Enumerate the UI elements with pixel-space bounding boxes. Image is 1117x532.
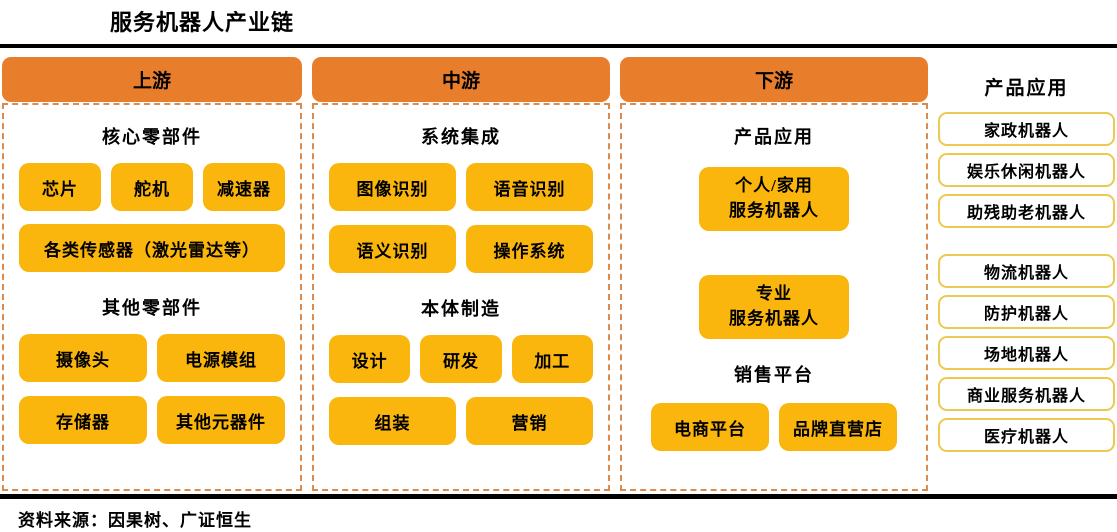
box-power-module: 电源模组 bbox=[157, 334, 285, 382]
row: 电商平台 品牌直营店 bbox=[637, 403, 911, 451]
box-assembly: 组装 bbox=[329, 397, 456, 445]
row: 芯片 舵机 减速器 bbox=[19, 163, 285, 211]
box-camera: 摄像头 bbox=[19, 334, 147, 382]
column-downstream: 下游 产品应用 个人/家用 服务机器人 专业 服务机器人 销售平台 电商平台 品… bbox=[620, 57, 928, 491]
box-rd: 研发 bbox=[420, 335, 502, 383]
section-label-other-components: 其他零部件 bbox=[102, 298, 202, 318]
section-label-product-application: 产品应用 bbox=[734, 127, 814, 147]
app-box-protection-robot: 防护机器人 bbox=[938, 295, 1115, 329]
box-brand-store: 品牌直营店 bbox=[779, 403, 897, 451]
box-image-recognition: 图像识别 bbox=[329, 163, 456, 211]
column-upstream: 上游 核心零部件 芯片 舵机 减速器 各类传感器（激光雷达等） 其他零部件 摄像… bbox=[2, 57, 302, 491]
row: 存储器 其他元器件 bbox=[19, 396, 285, 444]
app-box-medical-robot: 医疗机器人 bbox=[938, 418, 1115, 452]
column-midstream: 中游 系统集成 图像识别 语音识别 语义识别 操作系统 本体制造 设计 研发 加… bbox=[312, 57, 610, 491]
app-box-logistics-robot: 物流机器人 bbox=[938, 254, 1115, 288]
box-sensors: 各类传感器（激光雷达等） bbox=[19, 224, 285, 272]
box-wrap: 专业 服务机器人 bbox=[637, 275, 911, 339]
section-label-sales-platform: 销售平台 bbox=[734, 365, 814, 385]
row: 设计 研发 加工 bbox=[329, 335, 593, 383]
box-design: 设计 bbox=[329, 335, 411, 383]
box-speech-recognition: 语音识别 bbox=[466, 163, 593, 211]
section-label-core-components: 核心零部件 bbox=[102, 127, 202, 147]
section-label-system-integration: 系统集成 bbox=[421, 127, 501, 147]
app-box-elderly-assist-robot: 助残助老机器人 bbox=[938, 194, 1115, 228]
box-marketing: 营销 bbox=[466, 397, 593, 445]
box-operating-system: 操作系统 bbox=[466, 225, 593, 273]
applications-panel: 产品应用 家政机器人 娱乐休闲机器人 助残助老机器人 物流机器人 防护机器人 场… bbox=[938, 57, 1115, 491]
box-memory: 存储器 bbox=[19, 396, 147, 444]
app-box-entertainment-robot: 娱乐休闲机器人 bbox=[938, 153, 1115, 187]
box-reducer: 减速器 bbox=[203, 163, 285, 211]
applications-group-personal: 家政机器人 娱乐休闲机器人 助残助老机器人 bbox=[938, 112, 1115, 228]
section-label-body-manufacturing: 本体制造 bbox=[421, 299, 501, 319]
applications-group-professional: 物流机器人 防护机器人 场地机器人 商业服务机器人 医疗机器人 bbox=[938, 254, 1115, 452]
column-body-midstream: 系统集成 图像识别 语音识别 语义识别 操作系统 本体制造 设计 研发 加工 组… bbox=[312, 103, 610, 491]
box-professional-service-robot: 专业 服务机器人 bbox=[699, 275, 849, 339]
page-title: 服务机器人产业链 bbox=[110, 10, 295, 35]
applications-header: 产品应用 bbox=[984, 78, 1069, 99]
box-chip: 芯片 bbox=[19, 163, 101, 211]
source-note: 资料来源：因果树、广证恒生 bbox=[18, 511, 252, 530]
column-header-upstream: 上游 bbox=[2, 57, 302, 102]
column-body-upstream: 核心零部件 芯片 舵机 减速器 各类传感器（激光雷达等） 其他零部件 摄像头 电… bbox=[2, 103, 302, 491]
column-header-midstream: 中游 bbox=[312, 57, 610, 102]
row: 语义识别 操作系统 bbox=[329, 225, 593, 273]
box-wrap: 个人/家用 服务机器人 bbox=[637, 167, 911, 231]
app-box-commercial-service-robot: 商业服务机器人 bbox=[938, 377, 1115, 411]
row: 图像识别 语音识别 bbox=[329, 163, 593, 211]
column-body-downstream: 产品应用 个人/家用 服务机器人 专业 服务机器人 销售平台 电商平台 品牌直营… bbox=[620, 103, 928, 491]
column-header-downstream: 下游 bbox=[620, 57, 928, 102]
page: 服务机器人产业链 上游 核心零部件 芯片 舵机 减速器 各类传感器（激光雷达等）… bbox=[0, 5, 1117, 531]
app-box-field-robot: 场地机器人 bbox=[938, 336, 1115, 370]
title-divider bbox=[0, 44, 1117, 48]
industry-chain-diagram: 上游 核心零部件 芯片 舵机 减速器 各类传感器（激光雷达等） 其他零部件 摄像… bbox=[0, 57, 1117, 491]
box-other-elements: 其他元器件 bbox=[157, 396, 285, 444]
box-ecommerce-platform: 电商平台 bbox=[651, 403, 769, 451]
row: 摄像头 电源模组 bbox=[19, 334, 285, 382]
box-processing: 加工 bbox=[511, 335, 593, 383]
bottom-divider bbox=[0, 494, 1117, 499]
row: 组装 营销 bbox=[329, 397, 593, 445]
app-box-housekeeping-robot: 家政机器人 bbox=[938, 112, 1115, 146]
box-semantic-recognition: 语义识别 bbox=[329, 225, 456, 273]
box-servo: 舵机 bbox=[111, 163, 193, 211]
box-personal-home-service-robot: 个人/家用 服务机器人 bbox=[699, 167, 849, 231]
